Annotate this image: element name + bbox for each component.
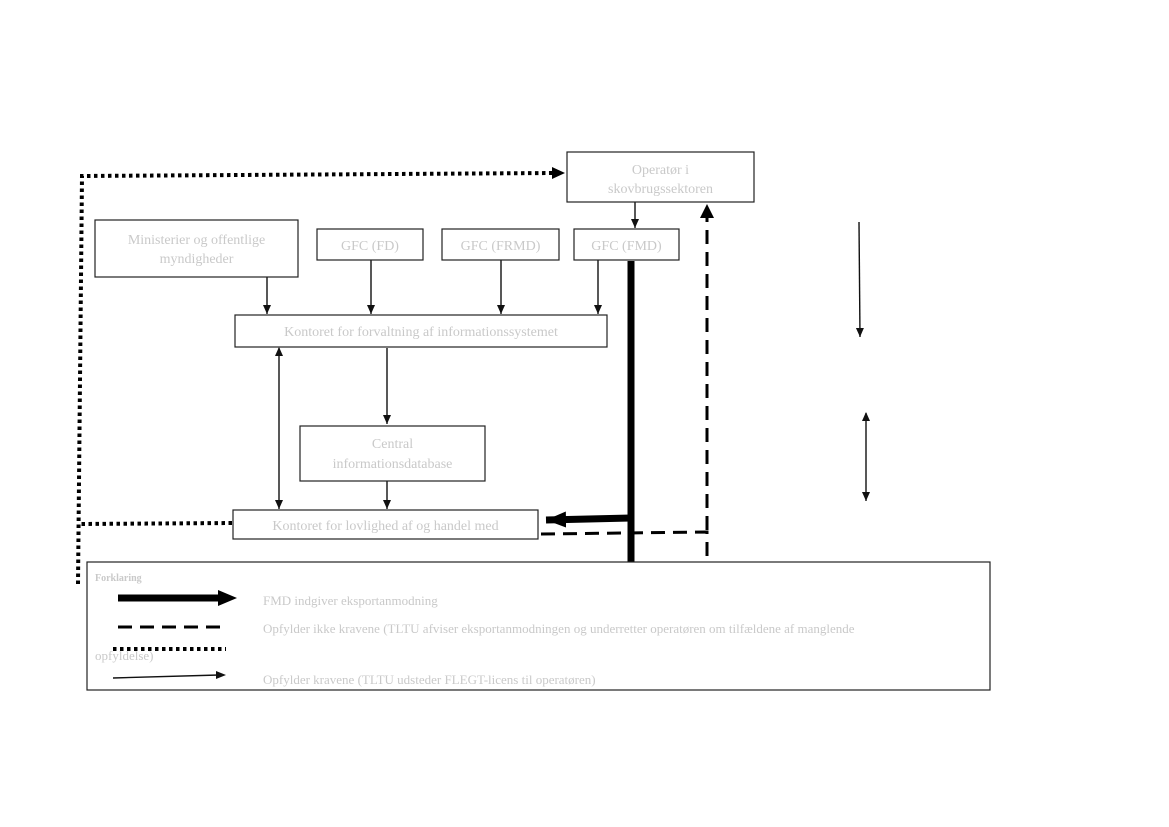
legend-thick-arrowhead <box>218 590 237 606</box>
node-ministries-line2: myndigheder <box>160 252 234 267</box>
legend-thin-swatch <box>112 674 220 679</box>
node-central-db-line2: informationsdatabase <box>333 457 453 472</box>
node-gfc-fd-label: GFC (FD) <box>341 239 399 254</box>
thick-arrow-to-legality-office <box>545 511 632 528</box>
legend-thin-arrowhead <box>216 671 226 679</box>
node-ministries: Ministerier og offentlige myndigheder <box>94 219 299 278</box>
dotted-arrow-head <box>552 167 565 179</box>
dotted-line-from-legality-office <box>79 521 233 526</box>
dotted-line-loop <box>76 171 553 585</box>
node-operator-line2: skovbrugssektoren <box>608 182 713 197</box>
node-operator-line1: Operatør i <box>632 163 689 178</box>
legend-title: Forklaring <box>95 573 142 584</box>
legend-item-thin: Opfylder kravene (TLTU udsteder FLEGT-li… <box>263 672 596 687</box>
node-ministries-line1: Ministerier og offentlige <box>128 233 265 248</box>
node-gfc-frmd: GFC (FRMD) <box>441 228 560 261</box>
node-info-office: Kontoret for forvaltning af informations… <box>234 314 608 348</box>
node-central-db: Central informationsdatabase <box>299 425 486 482</box>
node-legality-office: Kontoret for lovlighed af og handel med <box>232 509 539 540</box>
node-gfc-fmd-label: GFC (FMD) <box>591 239 662 254</box>
node-gfc-fmd: GFC (FMD) <box>573 228 680 261</box>
node-central-db-line1: Central <box>372 437 413 452</box>
node-operator: Operatør i skovbrugssektoren <box>566 151 755 203</box>
legend: Forklaring FMD indgiver eksportanmodning… <box>86 561 991 691</box>
node-gfc-fd: GFC (FD) <box>316 228 424 261</box>
node-gfc-frmd-label: GFC (FRMD) <box>461 239 541 254</box>
legend-item-dotted: opfyldelse) <box>95 648 153 663</box>
orphan-arrow-down <box>855 221 864 338</box>
node-legality-office-label: Kontoret for lovlighed af og handel med <box>272 519 498 534</box>
legend-item-dashed: Opfylder ikke kravene (TLTU afviser eksp… <box>263 621 855 636</box>
node-info-office-label: Kontoret for forvaltning af informations… <box>284 325 558 340</box>
dashed-arrow-head <box>700 204 714 218</box>
legend-item-thick: FMD indgiver eksportanmodning <box>263 593 438 608</box>
